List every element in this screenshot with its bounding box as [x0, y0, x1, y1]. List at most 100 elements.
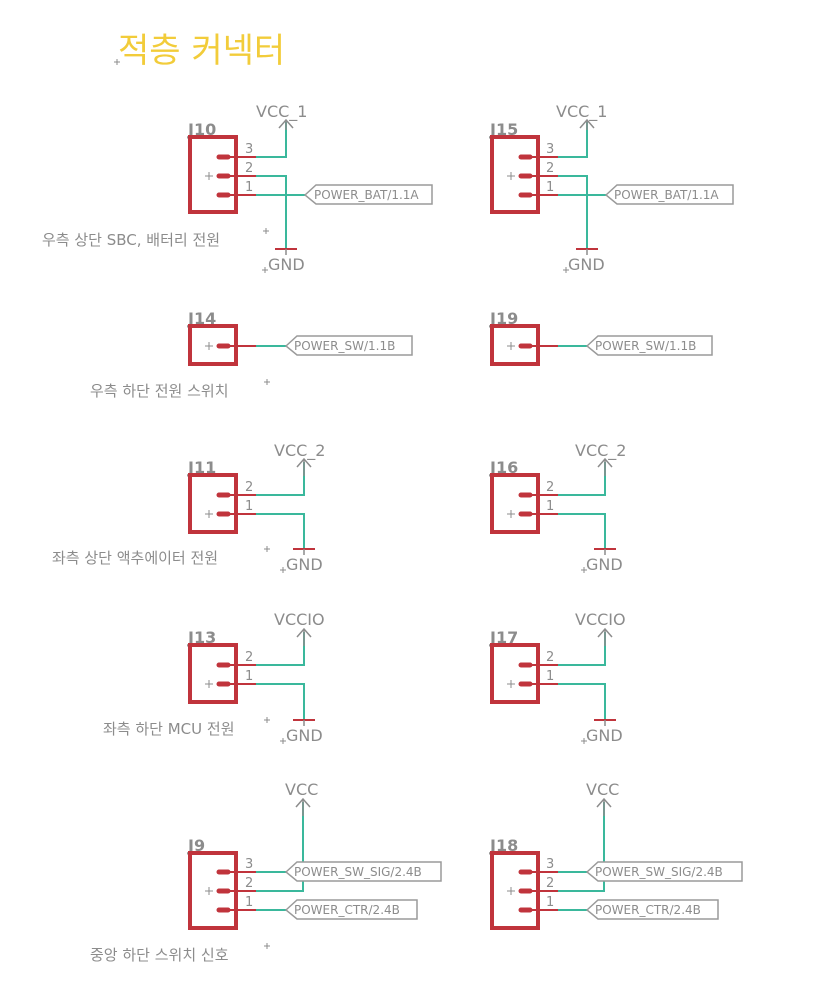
net-label: POWER_BAT/1.1A: [314, 188, 419, 202]
pin-number: 1: [245, 499, 253, 514]
pin-number: 2: [245, 161, 253, 176]
connector-j17[interactable]: J17 2 1 VCCIO GND: [489, 610, 626, 745]
wire-vcc[interactable]: [256, 802, 304, 892]
wire-gnd[interactable]: [256, 683, 305, 719]
connector-j11[interactable]: J11 2 1 VCC_2 GND 좌측 상단 액추에이터 전원: [52, 441, 325, 574]
connector-body: [490, 473, 540, 534]
gnd-label: GND: [586, 555, 623, 574]
connector-j18[interactable]: J18 3 2 1 VCC POWER_SW_SIG/2.4B POWER_CT…: [489, 780, 743, 930]
gnd-symbol: GND: [280, 548, 323, 574]
connector-note: 중앙 하단 스위치 신호: [90, 946, 229, 964]
wire-gnd[interactable]: [558, 513, 606, 548]
ref-designator: J15: [489, 120, 518, 139]
supply-label: VCC: [586, 780, 619, 799]
supply-label: VCC_1: [256, 102, 307, 122]
gnd-label: GND: [568, 255, 605, 274]
supply-symbol: VCC_2: [274, 441, 325, 476]
pin-number: 1: [245, 180, 253, 195]
net-flag[interactable]: POWER_BAT/1.1A: [604, 184, 734, 205]
pin-number: 2: [245, 876, 253, 891]
gnd-symbol: GND: [581, 548, 623, 574]
connector-j9[interactable]: J9 3 2 1 VCC POWER_SW_SIG/2.4B POWER_CTR…: [90, 780, 442, 964]
net-label: POWER_SW/1.1B: [595, 339, 696, 353]
supply-label: VCC: [285, 780, 318, 799]
connector-j10[interactable]: J10 3 2 1 VCC_1 GND POWER_BAT/1.1A: [42, 102, 433, 274]
title-text: 적층 커넥터: [118, 31, 285, 71]
supply-symbol: VCC_2: [575, 441, 626, 476]
pin-number: 2: [546, 650, 554, 665]
wire-vcc[interactable]: [558, 122, 588, 158]
ref-designator: J14: [187, 309, 216, 328]
pin-number: 2: [245, 650, 253, 665]
net-flag-ctr[interactable]: POWER_CTR/2.4B: [284, 899, 418, 920]
connector-body: [490, 643, 540, 704]
wire-gnd[interactable]: [558, 175, 588, 248]
wire-vcc[interactable]: [256, 462, 305, 496]
wire-gnd[interactable]: [256, 175, 287, 248]
wire-gnd[interactable]: [256, 513, 305, 548]
connector-body: [490, 135, 540, 214]
wire-gnd[interactable]: [558, 683, 606, 719]
gnd-label: GND: [286, 726, 323, 745]
supply-symbol: VCCIO: [274, 610, 325, 646]
gnd-label: GND: [268, 255, 305, 274]
connector-j15[interactable]: J15 3 2 1 VCC_1 GND POWER_BAT/1.1A: [489, 102, 734, 274]
wire-vcc[interactable]: [256, 632, 305, 666]
supply-symbol: VCC_1: [256, 102, 307, 130]
pin-number: 1: [546, 895, 554, 910]
gnd-symbol: GND: [563, 248, 605, 274]
connector-j13[interactable]: J13 2 1 VCCIO GND 좌측 하단 MCU 전원: [103, 610, 325, 745]
pin-number: 3: [245, 142, 253, 157]
net-label: POWER_SW/1.1B: [294, 339, 395, 353]
supply-symbol: VCC: [586, 780, 619, 816]
connector-note: 좌측 상단 액추에이터 전원: [52, 549, 218, 567]
net-flag[interactable]: POWER_SW/1.1B: [284, 335, 413, 356]
net-flag[interactable]: POWER_SW/1.1B: [585, 335, 713, 356]
pin-number: 3: [546, 857, 554, 872]
net-flag-sig[interactable]: POWER_SW_SIG/2.4B: [284, 861, 442, 882]
net-flag-sig[interactable]: POWER_SW_SIG/2.4B: [585, 861, 743, 882]
ref-designator: J10: [187, 120, 216, 139]
wire-vcc[interactable]: [558, 802, 605, 892]
net-label: POWER_CTR/2.4B: [294, 903, 400, 917]
supply-symbol: VCC_1: [556, 102, 607, 130]
ref-designator: J9: [187, 836, 205, 855]
net-label: POWER_SW_SIG/2.4B: [294, 865, 422, 879]
gnd-label: GND: [586, 726, 623, 745]
net-flag-ctr[interactable]: POWER_CTR/2.4B: [585, 899, 719, 920]
wire-vcc[interactable]: [256, 122, 287, 158]
connector-body: [188, 643, 238, 704]
pin-number: 1: [245, 895, 253, 910]
connector-j14[interactable]: J14 POWER_SW/1.1B 우측 하단 전원 스위치: [90, 309, 413, 400]
origin-cross: [205, 172, 213, 180]
net-flag[interactable]: POWER_BAT/1.1A: [303, 184, 433, 205]
supply-symbol: VCCIO: [575, 610, 626, 646]
sheet-title: 적층 커넥터: [114, 31, 285, 71]
pin-number: 3: [546, 142, 554, 157]
net-label: POWER_CTR/2.4B: [595, 903, 701, 917]
net-label: POWER_SW_SIG/2.4B: [595, 865, 723, 879]
pin-number: 2: [546, 480, 554, 495]
supply-label: VCC_1: [556, 102, 607, 122]
ref-designator: J19: [489, 309, 518, 328]
ref-designator: J17: [489, 628, 518, 647]
connector-j16[interactable]: J16 2 1 VCC_2 GND: [489, 441, 626, 574]
pin-number: 2: [546, 876, 554, 891]
supply-label: VCC_2: [274, 441, 325, 461]
pin-number: 1: [245, 669, 253, 684]
pin-number: 1: [546, 180, 554, 195]
connector-body: [188, 135, 238, 214]
gnd-label: GND: [286, 555, 323, 574]
pin-number: 2: [546, 161, 554, 176]
connector-j19[interactable]: J19 POWER_SW/1.1B: [489, 309, 713, 366]
ref-designator: J11: [187, 458, 216, 477]
connector-note: 좌측 하단 MCU 전원: [103, 720, 235, 738]
gnd-symbol: GND: [581, 719, 623, 745]
pin-number: 1: [546, 669, 554, 684]
ref-designator: J16: [489, 458, 518, 477]
net-label: POWER_BAT/1.1A: [614, 188, 719, 202]
supply-symbol: VCC: [285, 780, 318, 816]
title-origin-cross: [114, 59, 120, 65]
supply-label: VCCIO: [274, 610, 325, 629]
